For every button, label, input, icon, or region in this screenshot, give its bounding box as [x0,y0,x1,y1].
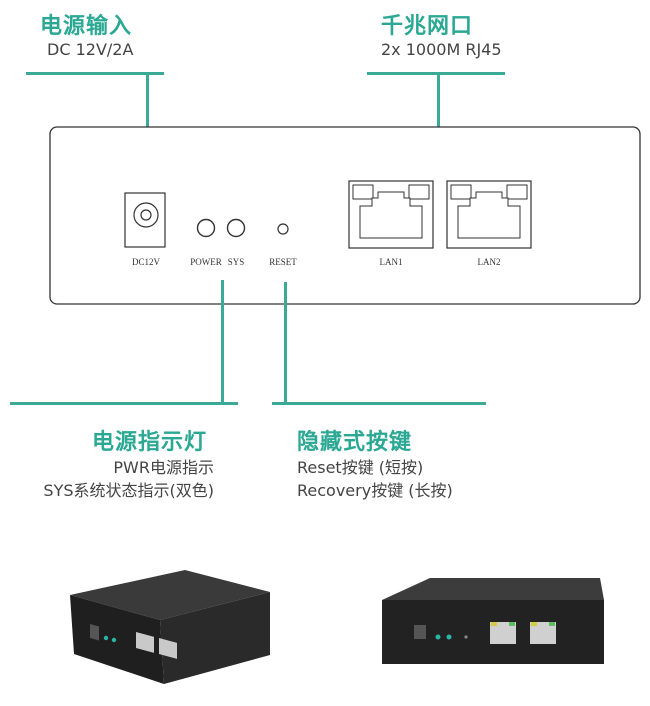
indicator-line-2: SYS系统状态指示(双色) [43,481,214,500]
lan1-label: LAN1 [380,257,403,267]
sys-led-icon [226,218,246,238]
gigabit-ports-subtitle: 2x 1000M RJ45 [381,40,502,59]
dc-jack-icon [124,192,166,248]
power-input-subtitle: DC 12V/2A [47,40,134,59]
power-led-icon [196,218,216,238]
sys-label: SYS [228,257,245,267]
panel-outline [49,126,641,305]
hidden-button-line-1: Reset按键 (短按) [297,458,424,477]
reset-label: RESET [269,257,297,267]
hidden-button-leader [284,282,287,404]
indicator-line-1: PWR电源指示 [113,458,214,477]
hidden-button-title: 隐藏式按键 [297,430,413,455]
dc-label: DC12V [132,257,161,267]
indicator-leader [221,280,224,404]
gigabit-ports-rule [367,72,505,75]
power-label: POWER [190,257,222,267]
lan2-label: LAN2 [478,257,501,267]
power-input-title: 电源输入 [40,14,133,39]
reset-hole-icon [277,223,289,235]
lan2-port-icon [446,180,532,249]
gigabit-ports-title: 千兆网口 [381,14,474,39]
indicator-title: 电源指示灯 [92,430,208,455]
hidden-button-rule [272,402,486,405]
indicator-rule [10,402,238,405]
device-front-panel: DC12V POWER SYS RESET LAN1 LAN2 [49,126,641,305]
lan1-port-icon [348,180,434,249]
device-photo-angle [70,570,270,684]
hidden-button-line-2: Recovery按键 (长按) [297,481,453,500]
power-input-rule [26,72,164,75]
device-photo-front [382,578,604,664]
